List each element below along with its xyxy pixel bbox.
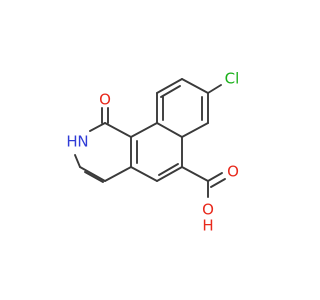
bond — [181, 166, 209, 182]
bond-double-inner — [158, 163, 179, 176]
bond-double-inner — [84, 171, 104, 183]
molecule-structure-diagram: O H N Cl O O H — [66, 70, 239, 235]
oxygen-acid-double-label: O — [227, 163, 239, 181]
bond — [104, 122, 132, 138]
atom-labels: O H N Cl O O H — [66, 70, 239, 235]
bond-lines — [74, 78, 226, 198]
bond-double-inner — [160, 85, 181, 98]
nitrogen-label: N — [77, 133, 88, 151]
bond — [130, 122, 158, 138]
bond — [181, 122, 209, 138]
oxygen-carbonyl-label: O — [99, 91, 111, 109]
bond — [156, 166, 183, 182]
bond — [74, 154, 81, 168]
bond — [104, 166, 132, 182]
bond-acid-carbonyl — [207, 172, 223, 182]
bond — [89, 122, 106, 132]
bond — [156, 122, 183, 138]
bond — [130, 166, 158, 182]
bond-acid-carbonyl — [210, 178, 226, 188]
nitrogen-hydrogen-label: H — [66, 133, 77, 151]
bond — [181, 78, 209, 94]
hydroxyl-hydrogen-label: H — [202, 217, 213, 235]
chlorine-label: Cl — [225, 70, 240, 88]
bond — [156, 78, 183, 94]
bond — [79, 166, 106, 182]
bond-carbon-chlorine — [207, 84, 222, 94]
hydroxyl-oxygen-label: O — [202, 201, 214, 219]
